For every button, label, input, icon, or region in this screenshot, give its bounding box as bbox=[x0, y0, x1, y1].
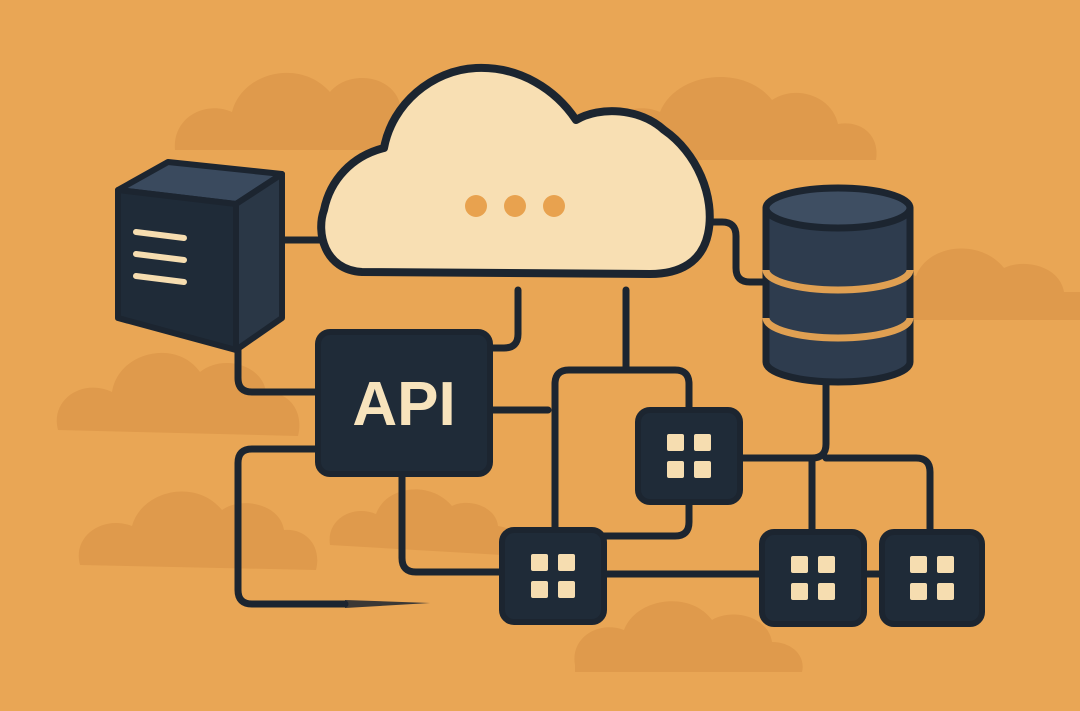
wire-hub-bus bbox=[551, 366, 693, 536]
server-slot-2 bbox=[133, 251, 187, 263]
grid-node-icon bbox=[635, 407, 743, 505]
api-label: API bbox=[352, 370, 455, 439]
api-box: API bbox=[315, 329, 493, 477]
server-side-face bbox=[233, 171, 285, 353]
node-box bbox=[499, 527, 607, 625]
node-square-2 bbox=[937, 556, 954, 573]
server-slot-1 bbox=[133, 229, 187, 241]
node-square-2 bbox=[818, 556, 835, 573]
database-icon bbox=[762, 184, 914, 386]
node-hub bbox=[635, 407, 743, 505]
node-box bbox=[879, 529, 985, 627]
node-square-1 bbox=[910, 556, 927, 573]
wire-cloud-database bbox=[706, 218, 772, 286]
api-box-shape bbox=[315, 329, 493, 477]
server-icon bbox=[115, 159, 285, 353]
wire-server-api bbox=[234, 334, 322, 396]
node-square-2 bbox=[558, 554, 575, 571]
bg-cloud-5 bbox=[574, 601, 803, 672]
database-band-1 bbox=[762, 269, 914, 294]
node-square-2 bbox=[694, 434, 711, 451]
node-bottom-left bbox=[499, 527, 607, 625]
wire-cloud-api bbox=[482, 286, 522, 352]
node-square-3 bbox=[791, 583, 808, 600]
node-square-4 bbox=[558, 581, 575, 598]
bg-cloud-7 bbox=[329, 489, 521, 556]
cloud-shape bbox=[317, 63, 714, 278]
server-slot-3 bbox=[133, 273, 187, 285]
wire-api-left-loop bbox=[234, 445, 349, 608]
bg-cloud-6 bbox=[859, 248, 1080, 320]
node-square-4 bbox=[937, 583, 954, 600]
cloud-icon bbox=[317, 63, 714, 278]
node-square-4 bbox=[694, 461, 711, 478]
server-front-face bbox=[115, 187, 239, 353]
bg-cloud-4 bbox=[78, 491, 318, 570]
cloud-dot-2 bbox=[504, 195, 526, 217]
node-square-4 bbox=[818, 583, 835, 600]
wire-fade-tail bbox=[345, 600, 430, 608]
node-box bbox=[635, 407, 743, 505]
cloud-dot-3 bbox=[543, 195, 565, 217]
cloud-dot-1 bbox=[465, 195, 487, 217]
node-square-1 bbox=[791, 556, 808, 573]
wire-database-node4 bbox=[822, 454, 934, 536]
database-body bbox=[762, 204, 914, 386]
node-box bbox=[759, 529, 867, 627]
node-square-3 bbox=[910, 583, 927, 600]
database-top bbox=[762, 184, 914, 232]
wire-node2-node1 bbox=[596, 498, 693, 540]
grid-node-icon bbox=[879, 529, 985, 627]
wire-api-node1 bbox=[398, 470, 506, 576]
node-bottom-right bbox=[879, 529, 985, 627]
grid-node-icon bbox=[759, 529, 867, 627]
node-square-3 bbox=[667, 461, 684, 478]
database-band-2 bbox=[762, 317, 914, 342]
node-bottom-middle bbox=[759, 529, 867, 627]
node-square-1 bbox=[531, 554, 548, 571]
grid-node-icon bbox=[499, 527, 607, 625]
node-square-3 bbox=[531, 581, 548, 598]
node-square-1 bbox=[667, 434, 684, 451]
background-clouds bbox=[56, 72, 1080, 672]
bg-cloud-1 bbox=[174, 72, 447, 150]
connection-lines bbox=[234, 218, 934, 608]
